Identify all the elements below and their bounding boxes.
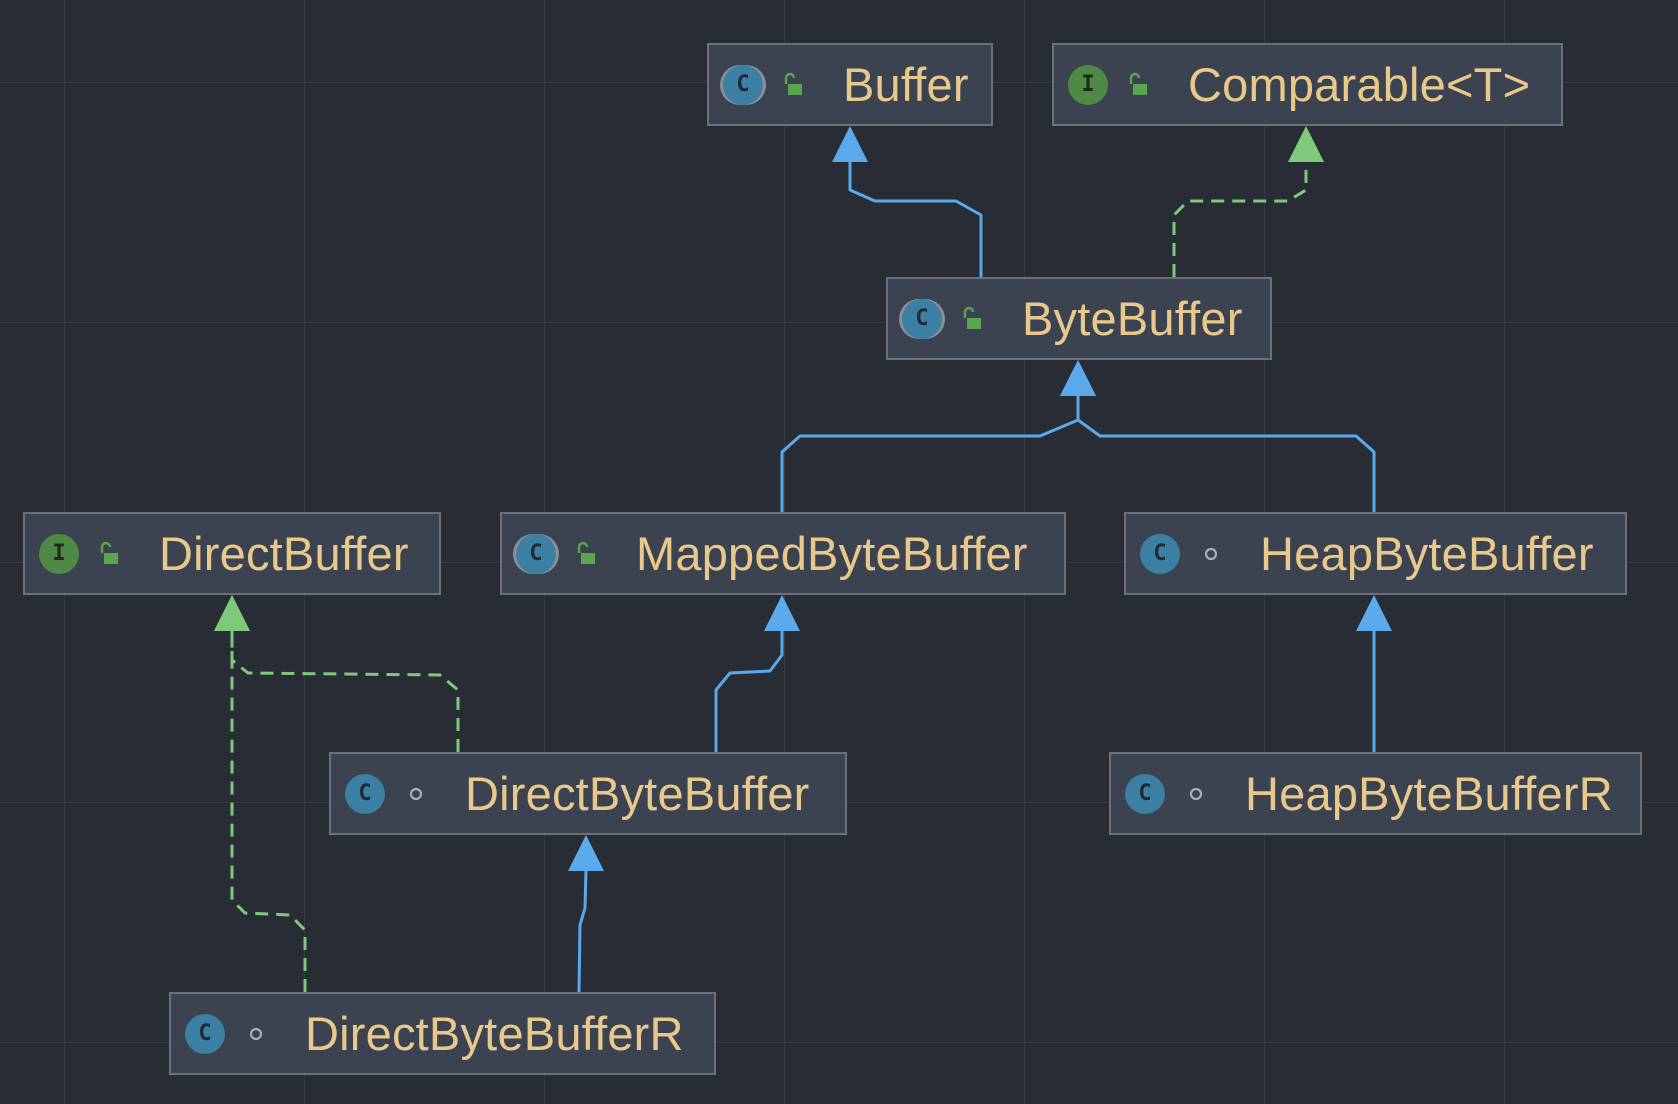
node-comparable-label: Comparable<T> xyxy=(1188,58,1531,111)
abstract-class-icon: C xyxy=(902,298,942,339)
class-icon: C xyxy=(1140,533,1180,574)
arrowhead-directbytebuffer-to-mappedbytebuffer xyxy=(764,595,800,631)
class-icon: C xyxy=(345,773,385,814)
arrowhead-directbytebufferr-to-directbytebuffer xyxy=(568,835,604,871)
node-directbytebuffer[interactable]: C DirectByteBuffer xyxy=(329,752,847,835)
abstract-class-icon: C xyxy=(723,64,763,105)
public-lock-icon xyxy=(1126,72,1152,98)
package-private-dot-icon xyxy=(243,1021,269,1047)
node-buffer[interactable]: C Buffer xyxy=(707,43,993,126)
node-bytebuffer-label: ByteBuffer xyxy=(1022,292,1243,345)
arrowhead-heapbytebuffer-to-bytebuffer xyxy=(1060,360,1096,396)
public-lock-icon xyxy=(97,541,123,567)
edge-extends-directbytebuffer-to-mappedbytebuffer xyxy=(714,630,784,752)
class-icon: C xyxy=(1125,773,1165,814)
node-comparable[interactable]: I Comparable<T> xyxy=(1052,43,1563,126)
public-lock-icon xyxy=(960,306,986,332)
node-bytebuffer[interactable]: C ByteBuffer xyxy=(886,277,1272,360)
abstract-class-icon: C xyxy=(516,533,556,574)
node-heapbytebufferr-label: HeapByteBufferR xyxy=(1245,767,1613,820)
node-mappedbytebuffer-label: MappedByteBuffer xyxy=(636,527,1028,580)
arrowhead-directbytebufferr-to-directbuffer xyxy=(214,595,250,631)
public-lock-icon xyxy=(574,541,600,567)
edge-implements-directbytebuffer-to-directbuffer xyxy=(230,630,460,752)
edge-extends-bytebuffer-to-buffer xyxy=(848,160,983,277)
node-heapbytebuffer[interactable]: C HeapByteBuffer xyxy=(1124,512,1627,595)
arrowhead-heapbytebufferr-to-heapbytebuffer xyxy=(1356,595,1392,631)
package-private-dot-icon xyxy=(403,781,429,807)
edge-extends-heapbytebuffer-to-bytebuffer xyxy=(1076,396,1376,512)
arrowhead-bytebuffer-to-buffer xyxy=(832,126,868,162)
node-heapbytebuffer-label: HeapByteBuffer xyxy=(1260,527,1594,580)
edge-implements-directbytebufferr-to-directbuffer xyxy=(230,630,307,992)
public-lock-icon xyxy=(781,72,807,98)
node-heapbytebufferr[interactable]: C HeapByteBufferR xyxy=(1109,752,1642,835)
node-mappedbytebuffer[interactable]: C MappedByteBuffer xyxy=(500,512,1066,595)
edge-implements-bytebuffer-to-comparable xyxy=(1172,160,1308,277)
node-directbuffer-label: DirectBuffer xyxy=(159,527,409,580)
node-directbytebufferr[interactable]: C DirectByteBufferR xyxy=(169,992,716,1075)
class-icon: C xyxy=(185,1013,225,1054)
interface-icon: I xyxy=(1068,64,1108,105)
node-directbuffer[interactable]: I DirectBuffer xyxy=(23,512,441,595)
node-buffer-label: Buffer xyxy=(843,58,969,111)
package-private-dot-icon xyxy=(1198,541,1224,567)
package-private-dot-icon xyxy=(1183,781,1209,807)
node-directbytebufferr-label: DirectByteBufferR xyxy=(305,1007,684,1060)
arrowhead-bytebuffer-to-comparable xyxy=(1288,126,1324,162)
edge-extends-mappedbytebuffer-to-bytebuffer xyxy=(780,396,1080,512)
edge-extends-directbytebufferr-to-directbytebuffer xyxy=(577,869,588,993)
interface-icon: I xyxy=(39,533,79,574)
node-directbytebuffer-label: DirectByteBuffer xyxy=(465,767,810,820)
